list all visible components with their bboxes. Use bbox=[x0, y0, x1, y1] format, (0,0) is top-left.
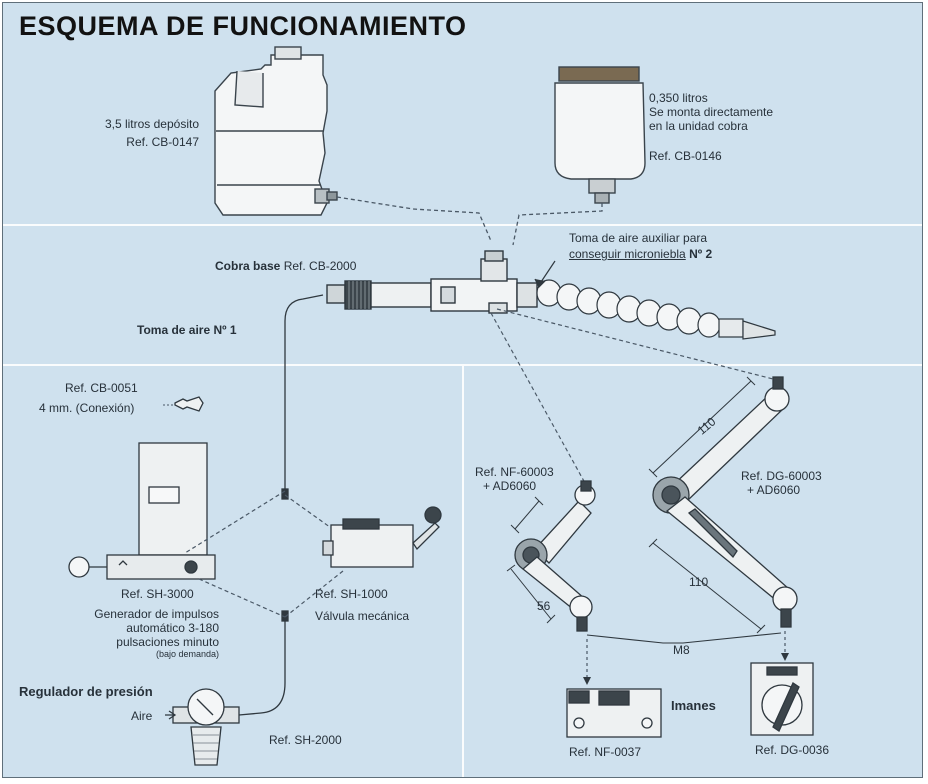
aux-air-label-1: Toma de aire auxiliar para bbox=[569, 231, 708, 245]
cup-ref-label: Ref. CB-0146 bbox=[649, 149, 722, 163]
cobra-base-label: Cobra base Ref. CB-2000 bbox=[215, 259, 356, 273]
air-in-arrow bbox=[165, 710, 177, 720]
connector-ref-label: Ref. CB-0051 bbox=[65, 381, 138, 395]
nf-magnet-base bbox=[566, 688, 662, 738]
generator-desc-4: (bajo demanda) bbox=[155, 649, 219, 659]
section-dividers bbox=[3, 224, 922, 777]
regulator-air-label: Aire bbox=[131, 709, 153, 723]
cobra-base-unit bbox=[326, 250, 538, 314]
dg-magnetic-arm bbox=[652, 376, 798, 628]
m8-link bbox=[586, 632, 782, 644]
nf-magnet-ref-label: Ref. NF-0037 bbox=[569, 745, 642, 759]
nf-arm-ref-label: Ref. NF-60003 bbox=[475, 465, 554, 479]
cobra-base-name: Cobra base bbox=[215, 259, 281, 273]
aux-air-line2: conseguir microniebla bbox=[569, 247, 686, 261]
feed-dashes bbox=[336, 196, 603, 246]
generator-ref-label: Ref. SH-3000 bbox=[121, 587, 194, 601]
regulator-ref-label: Ref. SH-2000 bbox=[269, 733, 342, 747]
generator-desc-1: Generador de impulsos bbox=[94, 607, 219, 621]
m8-thread-label: M8 bbox=[673, 643, 690, 657]
aux-air-number: Nº 2 bbox=[689, 247, 713, 261]
dg-magnet-base bbox=[750, 662, 814, 736]
generator-desc-3: pulsaciones minuto bbox=[116, 635, 219, 649]
dg-magnet-ref-label: Ref. DG-0036 bbox=[755, 743, 830, 757]
nf-dimension-marks bbox=[506, 496, 556, 624]
nf-magnetic-arm bbox=[514, 480, 596, 632]
cup-capacity-label: 0,350 litros bbox=[649, 91, 708, 105]
impulse-generator bbox=[68, 442, 216, 580]
diagram-title: ESQUEMA DE FUNCIONAMIENTO bbox=[19, 11, 467, 41]
dg-arm-ref-label: Ref. DG-60003 bbox=[741, 469, 822, 483]
nf-arm-dim-label: 56 bbox=[537, 599, 551, 613]
aux-air-label-2: conseguir microniebla Nº 2 bbox=[569, 247, 712, 261]
deposit-ref-label: Ref. CB-0147 bbox=[126, 135, 199, 149]
dg-dimension-marks bbox=[648, 376, 766, 634]
valve-ref-label: Ref. SH-1000 bbox=[315, 587, 388, 601]
valve-desc-label: Válvula mecánica bbox=[315, 609, 410, 623]
regulator-title: Regulador de presión bbox=[19, 684, 153, 699]
arm-dashes bbox=[490, 308, 782, 484]
cobra-base-ref: Ref. CB-2000 bbox=[283, 259, 357, 273]
cup-container bbox=[554, 66, 646, 204]
diagram-artwork bbox=[3, 46, 922, 777]
air-line bbox=[238, 294, 324, 716]
deposit-canister bbox=[214, 46, 338, 216]
magnet-pointers bbox=[586, 631, 786, 681]
generator-desc-2: automático 3-180 bbox=[126, 621, 219, 635]
dg-arm-dim-bottom: 110 bbox=[689, 575, 709, 589]
deposit-capacity-label: 3,5 litros depósito bbox=[104, 117, 199, 131]
aux-air-pointer bbox=[534, 260, 556, 289]
flexible-hose bbox=[536, 279, 776, 340]
pressure-regulator bbox=[172, 688, 240, 766]
connector-desc-label: 4 mm. (Conexión) bbox=[39, 401, 135, 415]
air-intake-label: Toma de aire Nº 1 bbox=[137, 323, 237, 337]
mechanical-valve bbox=[322, 506, 442, 568]
cup-mount-label-1: Se monta directamente bbox=[649, 105, 774, 119]
connector-part bbox=[174, 396, 204, 412]
nf-arm-plus-label: + AD6060 bbox=[483, 479, 537, 493]
dg-arm-plus-label: + AD6060 bbox=[747, 483, 801, 497]
cup-mount-label-2: en la unidad cobra bbox=[649, 119, 748, 133]
magnets-label: Imanes bbox=[671, 698, 716, 713]
